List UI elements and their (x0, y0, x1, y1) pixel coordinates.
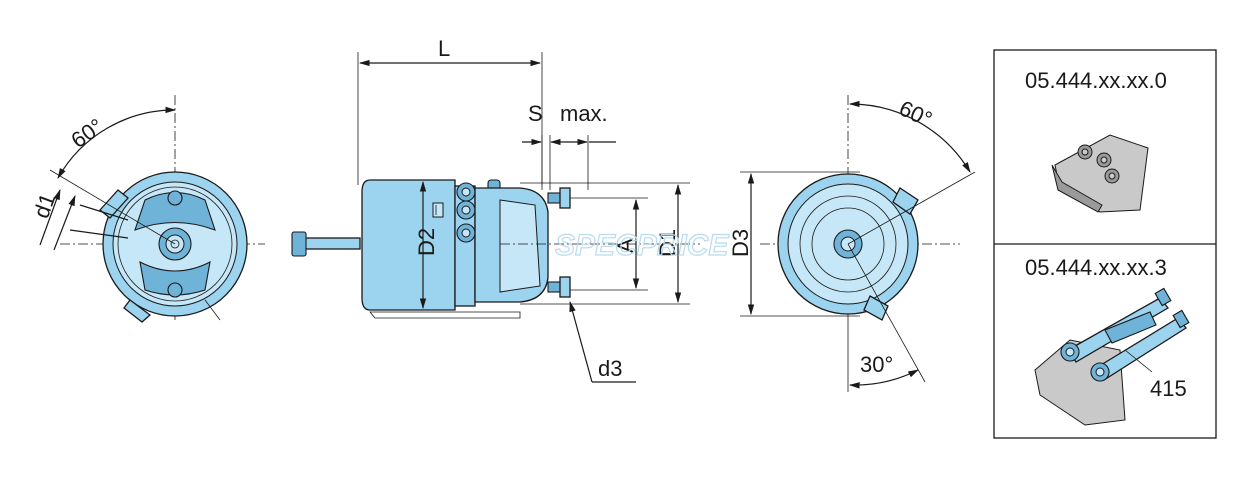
A-label: A (613, 238, 638, 253)
push-rod (299, 237, 361, 250)
angle-left-label: 60° (66, 113, 108, 153)
right-end-view: D3 60° 30° (728, 95, 976, 392)
D3-label: D3 (728, 229, 753, 257)
D2-label: D2 (414, 228, 439, 256)
D1-label: D1 (655, 229, 680, 257)
variant-top-code: 05.444.xx.xx.0 (1025, 68, 1167, 93)
part-number-label: 415 (1150, 376, 1187, 401)
rod-end-nut (291, 231, 307, 257)
variant-bottom-bracket (1034, 287, 1190, 426)
watermark: SPECPRICE (555, 229, 729, 262)
variant-bottom-code: 05.444.xx.xx.3 (1025, 255, 1167, 280)
S-label: S (528, 101, 543, 126)
max-label: max. (560, 101, 608, 126)
side-view: L S max. D2 A D1 d3 SPECPRICE (291, 36, 730, 383)
L-label: L (438, 36, 450, 61)
variant-top-bracket (1051, 134, 1149, 213)
d3-label: d3 (598, 356, 622, 381)
spring-brake-housing (361, 179, 456, 311)
d1-label: d1 (28, 190, 60, 222)
angle-right-top-label: 60° (895, 95, 936, 132)
left-end-view: 60° d1 (28, 95, 265, 323)
angle-right-bottom-label: 30° (860, 352, 893, 377)
variant-panel: 05.444.xx.xx.0 05.444.xx.xx.3 415 (993, 49, 1217, 439)
